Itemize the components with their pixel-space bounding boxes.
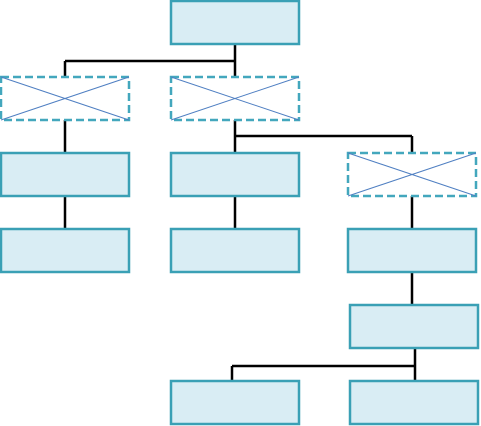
node-right-child-1-box (346, 227, 478, 274)
placeholder-cross-icon-2 (170, 76, 300, 121)
node-bottom-right (348, 379, 480, 426)
node-right-child-2 (348, 303, 480, 350)
node-left-child-1 (0, 151, 131, 198)
node-middle-child-1-box (169, 151, 301, 198)
connector-middle-branch (233, 120, 414, 229)
node-root (169, 0, 301, 46)
placeholder-cross-icon-3 (347, 152, 477, 197)
connector-bottom-fork (230, 348, 417, 381)
connector-lines (63, 45, 417, 381)
node-bottom-right-box (348, 379, 480, 426)
connector-root-to-level1 (63, 45, 237, 77)
node-placeholder-1 (0, 75, 131, 122)
node-bottom-left-box (169, 379, 301, 426)
node-middle-child-2 (169, 227, 301, 274)
placeholder-cross-icon-1 (0, 76, 130, 121)
node-right-child-2-box (348, 303, 480, 350)
node-root-box (169, 0, 301, 46)
node-left-child-1-box (0, 151, 131, 198)
node-left-child-2-box (0, 227, 131, 274)
node-right-child-1 (346, 227, 478, 274)
node-left-child-2 (0, 227, 131, 274)
node-middle-child-2-box (169, 227, 301, 274)
node-bottom-left (169, 379, 301, 426)
node-placeholder-2 (169, 75, 301, 122)
node-placeholder-3 (346, 151, 478, 198)
node-middle-child-1 (169, 151, 301, 198)
